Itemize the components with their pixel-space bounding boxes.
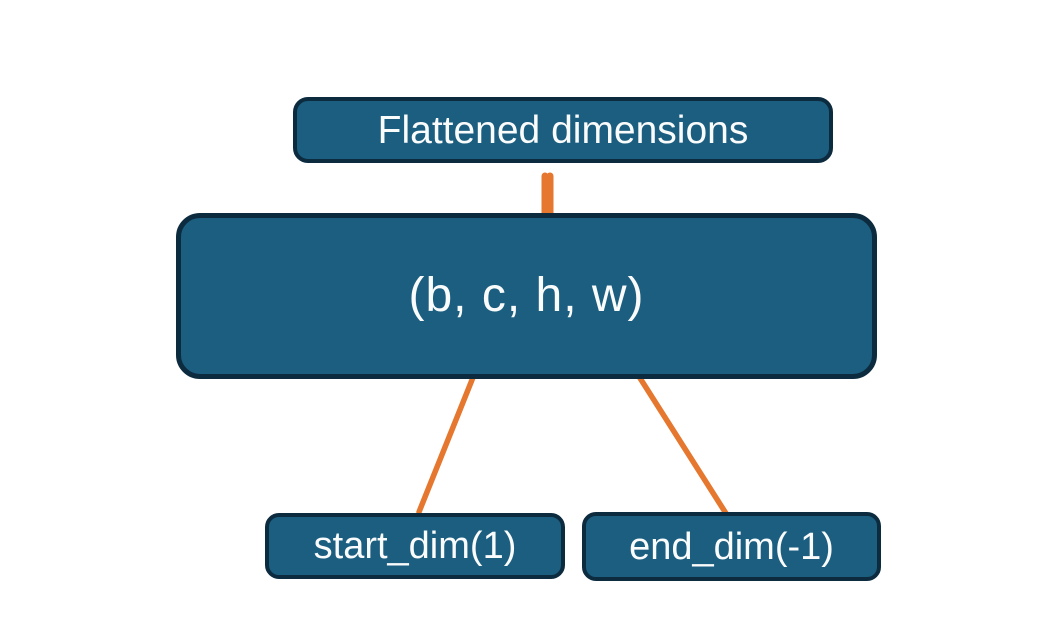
tensor-shape-node: (b, c, h, w) xyxy=(176,213,877,379)
end-dim-node: end_dim(-1) xyxy=(582,512,881,581)
start-dim-node: start_dim(1) xyxy=(265,513,565,579)
start-dim-label: start_dim(1) xyxy=(313,525,517,567)
flattened-dimensions-label: Flattened dimensions xyxy=(377,108,749,152)
end-dim-label: end_dim(-1) xyxy=(629,525,834,568)
tensor-shape-label: (b, c, h, w) xyxy=(408,269,645,322)
flattened-dimensions-node: Flattened dimensions xyxy=(293,97,833,163)
